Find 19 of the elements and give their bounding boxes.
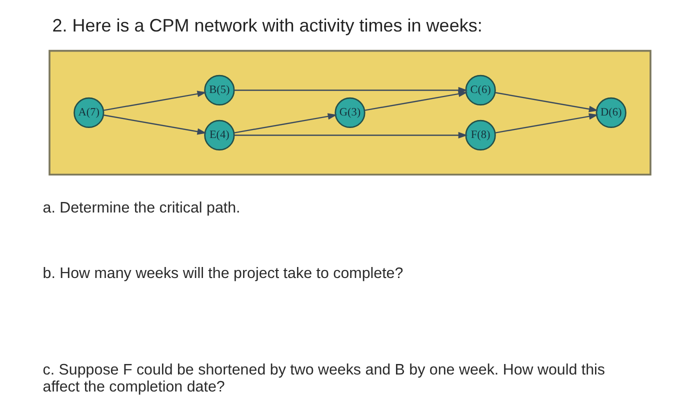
label: a. Determine the critical path. bbox=[42, 200, 240, 217]
arrow bbox=[234, 132, 468, 138]
node-circle: C(6) bbox=[465, 74, 496, 106]
node-circle: A(7) bbox=[74, 97, 104, 128]
node-circle: G(3) bbox=[334, 97, 366, 128]
node-circle: F(8) bbox=[465, 120, 496, 151]
arrow bbox=[234, 113, 338, 134]
node-circle: D(6) bbox=[596, 97, 626, 128]
node-circle: E(4) bbox=[204, 120, 235, 151]
cluster bbox=[48, 50, 652, 176]
diagram-title: 2. Here is a CPM network with activity times in weeks: bbox=[52, 15, 482, 36]
label: c. Suppose F could be shortened by two weeks and B by one week. How would this affect the completion date? bbox=[42, 362, 606, 396]
arrow bbox=[104, 114, 207, 135]
arrow bbox=[495, 113, 598, 134]
label: b. How many weeks will the project take to complete? bbox=[42, 264, 404, 282]
arrow bbox=[495, 92, 598, 112]
node-circle: B(5) bbox=[204, 74, 235, 106]
arrow bbox=[104, 90, 207, 111]
arrow bbox=[364, 90, 468, 111]
